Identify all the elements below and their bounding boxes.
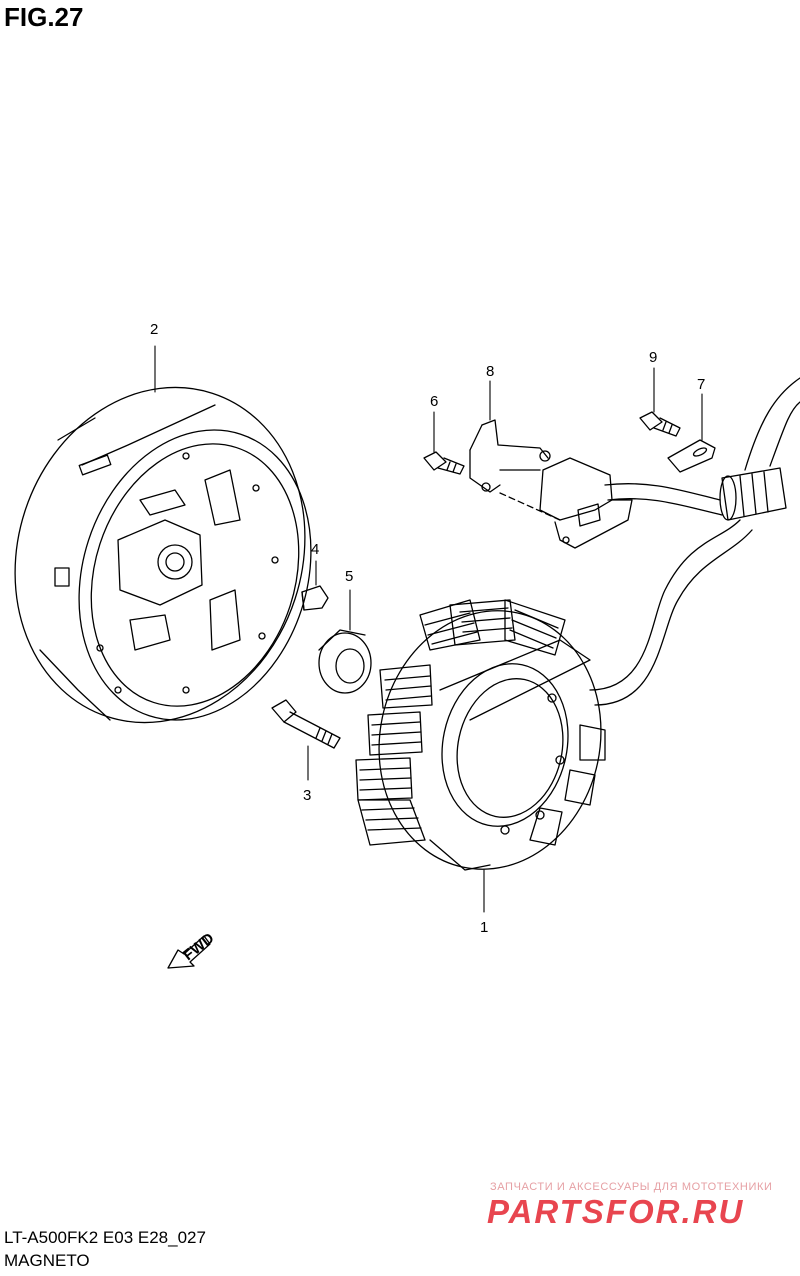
section-name: MAGNETO — [4, 1251, 90, 1270]
callout-4: 4 — [311, 541, 319, 558]
callout-1: 1 — [480, 919, 488, 936]
model-code: LT-A500FK2 E03 E28_027 — [4, 1228, 206, 1247]
fwd-arrow-icon — [167, 935, 211, 969]
callout-7: 7 — [697, 376, 705, 393]
callout-6: 6 — [430, 393, 438, 410]
woodruff-key — [301, 585, 329, 611]
rotor-nut — [318, 629, 372, 694]
leader-lines — [154, 345, 703, 913]
pickup-coil — [469, 419, 633, 549]
callout-5: 5 — [345, 568, 353, 585]
watermark-brand: PARTSFOR.RU — [487, 1193, 745, 1230]
stator-bolt — [271, 699, 341, 749]
callout-3: 3 — [303, 787, 311, 804]
pickup-screw — [423, 451, 465, 475]
callout-2: 2 — [150, 321, 158, 338]
callout-9: 9 — [649, 349, 657, 366]
callout-8: 8 — [486, 363, 494, 380]
clamp-screw — [639, 411, 681, 437]
flywheel-rotor — [14, 386, 312, 724]
fwd-label: FWD — [180, 930, 218, 965]
watermark-tagline: ЗАПЧАСТИ И АКСЕССУАРЫ ДЛЯ МОТОТЕХНИКИ — [490, 1181, 773, 1193]
harness-clamp — [667, 439, 716, 473]
figure-title: FIG.27 — [4, 2, 84, 32]
stator-assembly — [355, 377, 800, 871]
